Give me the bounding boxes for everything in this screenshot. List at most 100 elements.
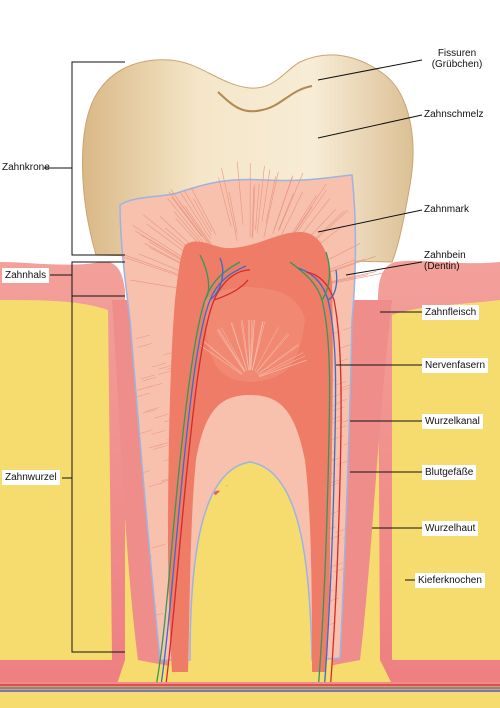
dentin-tubule — [336, 358, 349, 363]
dentin-tubule — [334, 425, 347, 430]
dentin-tubule — [252, 184, 256, 238]
dentin-tubule — [193, 198, 213, 232]
dentin-tubule — [137, 343, 152, 348]
label-zahnfleisch: Zahnfleisch — [422, 305, 480, 320]
dentin-tubule — [221, 168, 238, 241]
label-fissuren-line1: Fissuren — [437, 48, 477, 59]
dentin-tubule — [332, 406, 345, 412]
dentin-tubule — [334, 381, 347, 386]
dentin-tubule — [158, 370, 173, 375]
dentin-tubule — [149, 482, 164, 487]
dentin-tubule — [265, 176, 276, 224]
dentin-tubule — [149, 613, 164, 618]
dentin-tubule — [145, 407, 160, 412]
pulp-fiber — [250, 320, 255, 371]
label-blutgefaesse: Blutgefäße — [422, 465, 477, 480]
dentin-tubule — [170, 189, 214, 249]
dentin-tubule — [337, 460, 350, 465]
dentin-tubule — [329, 534, 342, 540]
dentin-tubule — [151, 362, 166, 368]
dentin-tubule — [138, 253, 180, 272]
dentin-tubule — [142, 376, 157, 382]
dentin-tubule — [130, 279, 182, 289]
dentin-tubule — [135, 334, 150, 340]
dentin-tubule — [335, 528, 348, 533]
pulp-fiber — [248, 320, 251, 371]
dentin-tubule — [171, 196, 202, 237]
pulp-fiber — [217, 329, 245, 372]
label-fissuren: Fissuren (Grübchen) — [422, 48, 492, 70]
pulp-fiber — [250, 320, 253, 371]
dentin-tubule — [136, 470, 151, 475]
dentin-tubule — [342, 534, 355, 539]
dentin-tubule — [343, 440, 356, 446]
dentin-tubule — [152, 445, 168, 450]
dentin-tubule — [331, 435, 344, 440]
pulp-fiber — [259, 355, 306, 377]
dentin-tubule — [173, 211, 203, 245]
bracket-zahnkrone — [71, 61, 125, 256]
label-kieferknochen: Kieferknochen — [415, 573, 485, 588]
vessels-right — [289, 251, 342, 693]
label-zahnbein-line1: Zahnbein — [424, 250, 466, 261]
pulp-fiber — [252, 321, 265, 371]
pulp-fiber — [218, 328, 246, 372]
label-nervenfasern: Nervenfasern — [422, 358, 489, 373]
dentin-tubule — [142, 409, 157, 414]
dentin-tubule — [190, 187, 216, 235]
dentin-tubule — [251, 186, 255, 239]
dentin-tubule — [261, 169, 271, 223]
dentin-tubule — [263, 171, 279, 238]
label-zahnbein-line2: (Dentin) — [424, 261, 460, 272]
pulp-fibers — [200, 320, 307, 377]
pulp-fiber — [256, 333, 289, 373]
dentin-tubule — [228, 191, 238, 234]
dentin-tubule — [121, 253, 183, 276]
bracket-zahnwurzel — [71, 295, 125, 653]
pulp-fiber — [216, 329, 245, 372]
dentin-tubule — [158, 365, 173, 370]
pulp-fiber — [200, 345, 242, 375]
leader-lines-right — [317, 59, 423, 581]
label-zahnbein: Zahnbein (Dentin) — [424, 250, 466, 272]
dentin-tubule — [154, 413, 169, 419]
fissure-groove — [217, 85, 313, 113]
label-wurzelhaut: Wurzelhaut — [422, 521, 479, 536]
label-wurzelkanal: Wurzelkanal — [422, 414, 483, 429]
dentin-tubule — [184, 205, 215, 250]
pulp-fiber — [240, 320, 249, 371]
dentin-tubule — [183, 190, 212, 236]
dentin-tubule — [343, 612, 356, 618]
pulp-fiber — [251, 321, 263, 371]
bone-window-right — [392, 300, 500, 660]
dentin-tubule — [146, 223, 189, 255]
dentin-tubule — [218, 177, 232, 227]
pulp-fiber — [221, 327, 246, 372]
dentin-tubule — [151, 430, 167, 435]
pulp-fiber — [250, 320, 254, 371]
dentin-tubule — [168, 191, 213, 250]
dentin-tubule — [138, 429, 153, 435]
label-zahnhals: Zahnhals — [2, 268, 50, 283]
dentin-tubules — [121, 161, 386, 627]
vessels-left — [154, 254, 251, 693]
dentin-tubule — [180, 192, 211, 240]
dentin-tubule — [339, 344, 352, 349]
inter-root-bone — [168, 478, 332, 668]
dentin-tubule — [256, 165, 265, 234]
pulp-fiber — [256, 334, 290, 373]
pulp-fiber — [254, 327, 279, 372]
pulp-fiber — [257, 344, 300, 375]
dentin-tubule — [137, 556, 153, 561]
dentin-tubule — [236, 161, 244, 225]
dentin-tubule — [277, 193, 294, 231]
label-zahnkrone: Zahnkrone — [2, 162, 50, 173]
dentin-tubule — [151, 543, 166, 549]
dentin-tubule — [342, 326, 355, 331]
label-zahnwurzel: Zahnwurzel — [2, 470, 60, 485]
pulp-fiber — [257, 344, 299, 375]
dentin-tubule — [148, 443, 163, 449]
bottom-edge — [0, 694, 500, 708]
